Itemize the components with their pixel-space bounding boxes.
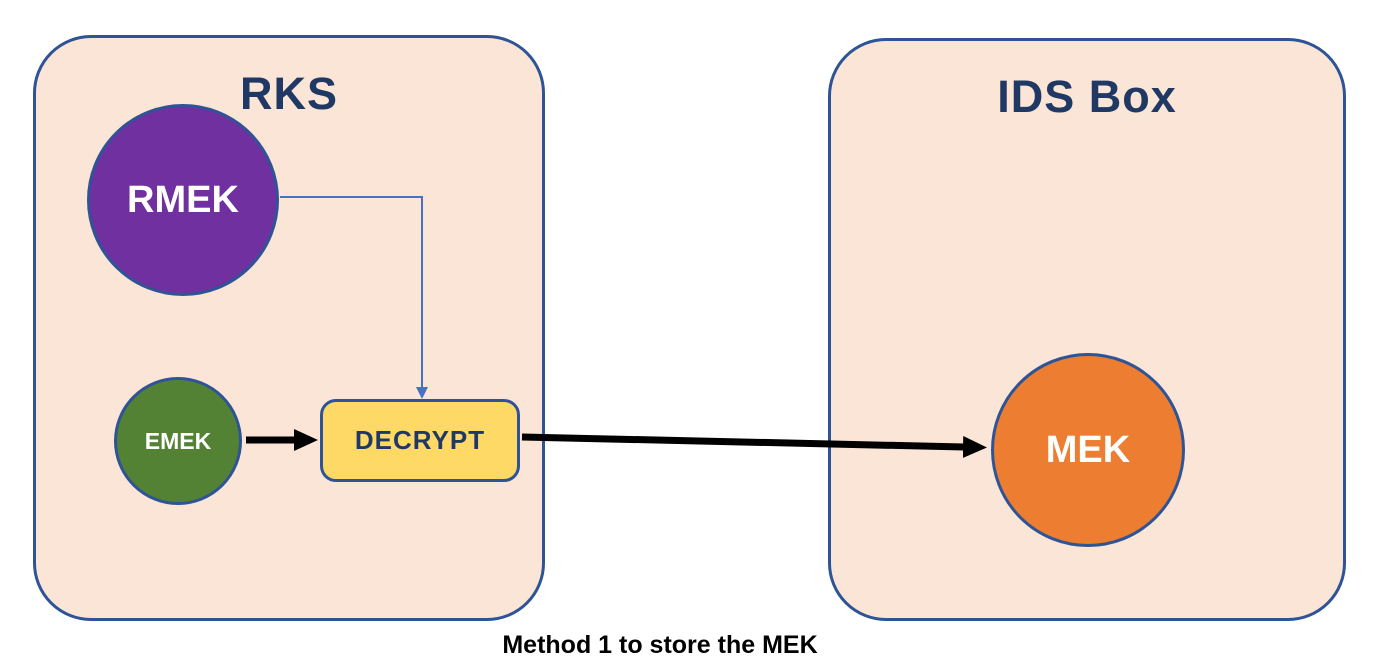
mek-label: MEK	[1045, 428, 1131, 471]
caption: Method 1 to store the MEK	[502, 631, 818, 659]
rks-container-box: RKS	[33, 35, 545, 621]
ids-title: IDS Box	[997, 71, 1177, 122]
rmek-circle: RMEK	[87, 104, 279, 296]
emek-circle: EMEK	[114, 377, 242, 505]
rmek-label: RMEK	[127, 178, 239, 221]
mek-circle: MEK	[991, 353, 1185, 547]
emek-label: EMEK	[144, 427, 212, 454]
rks-title: RKS	[239, 68, 338, 119]
decrypt-box: DECRYPT	[320, 399, 520, 482]
decrypt-label: DECRYPT	[354, 425, 486, 455]
